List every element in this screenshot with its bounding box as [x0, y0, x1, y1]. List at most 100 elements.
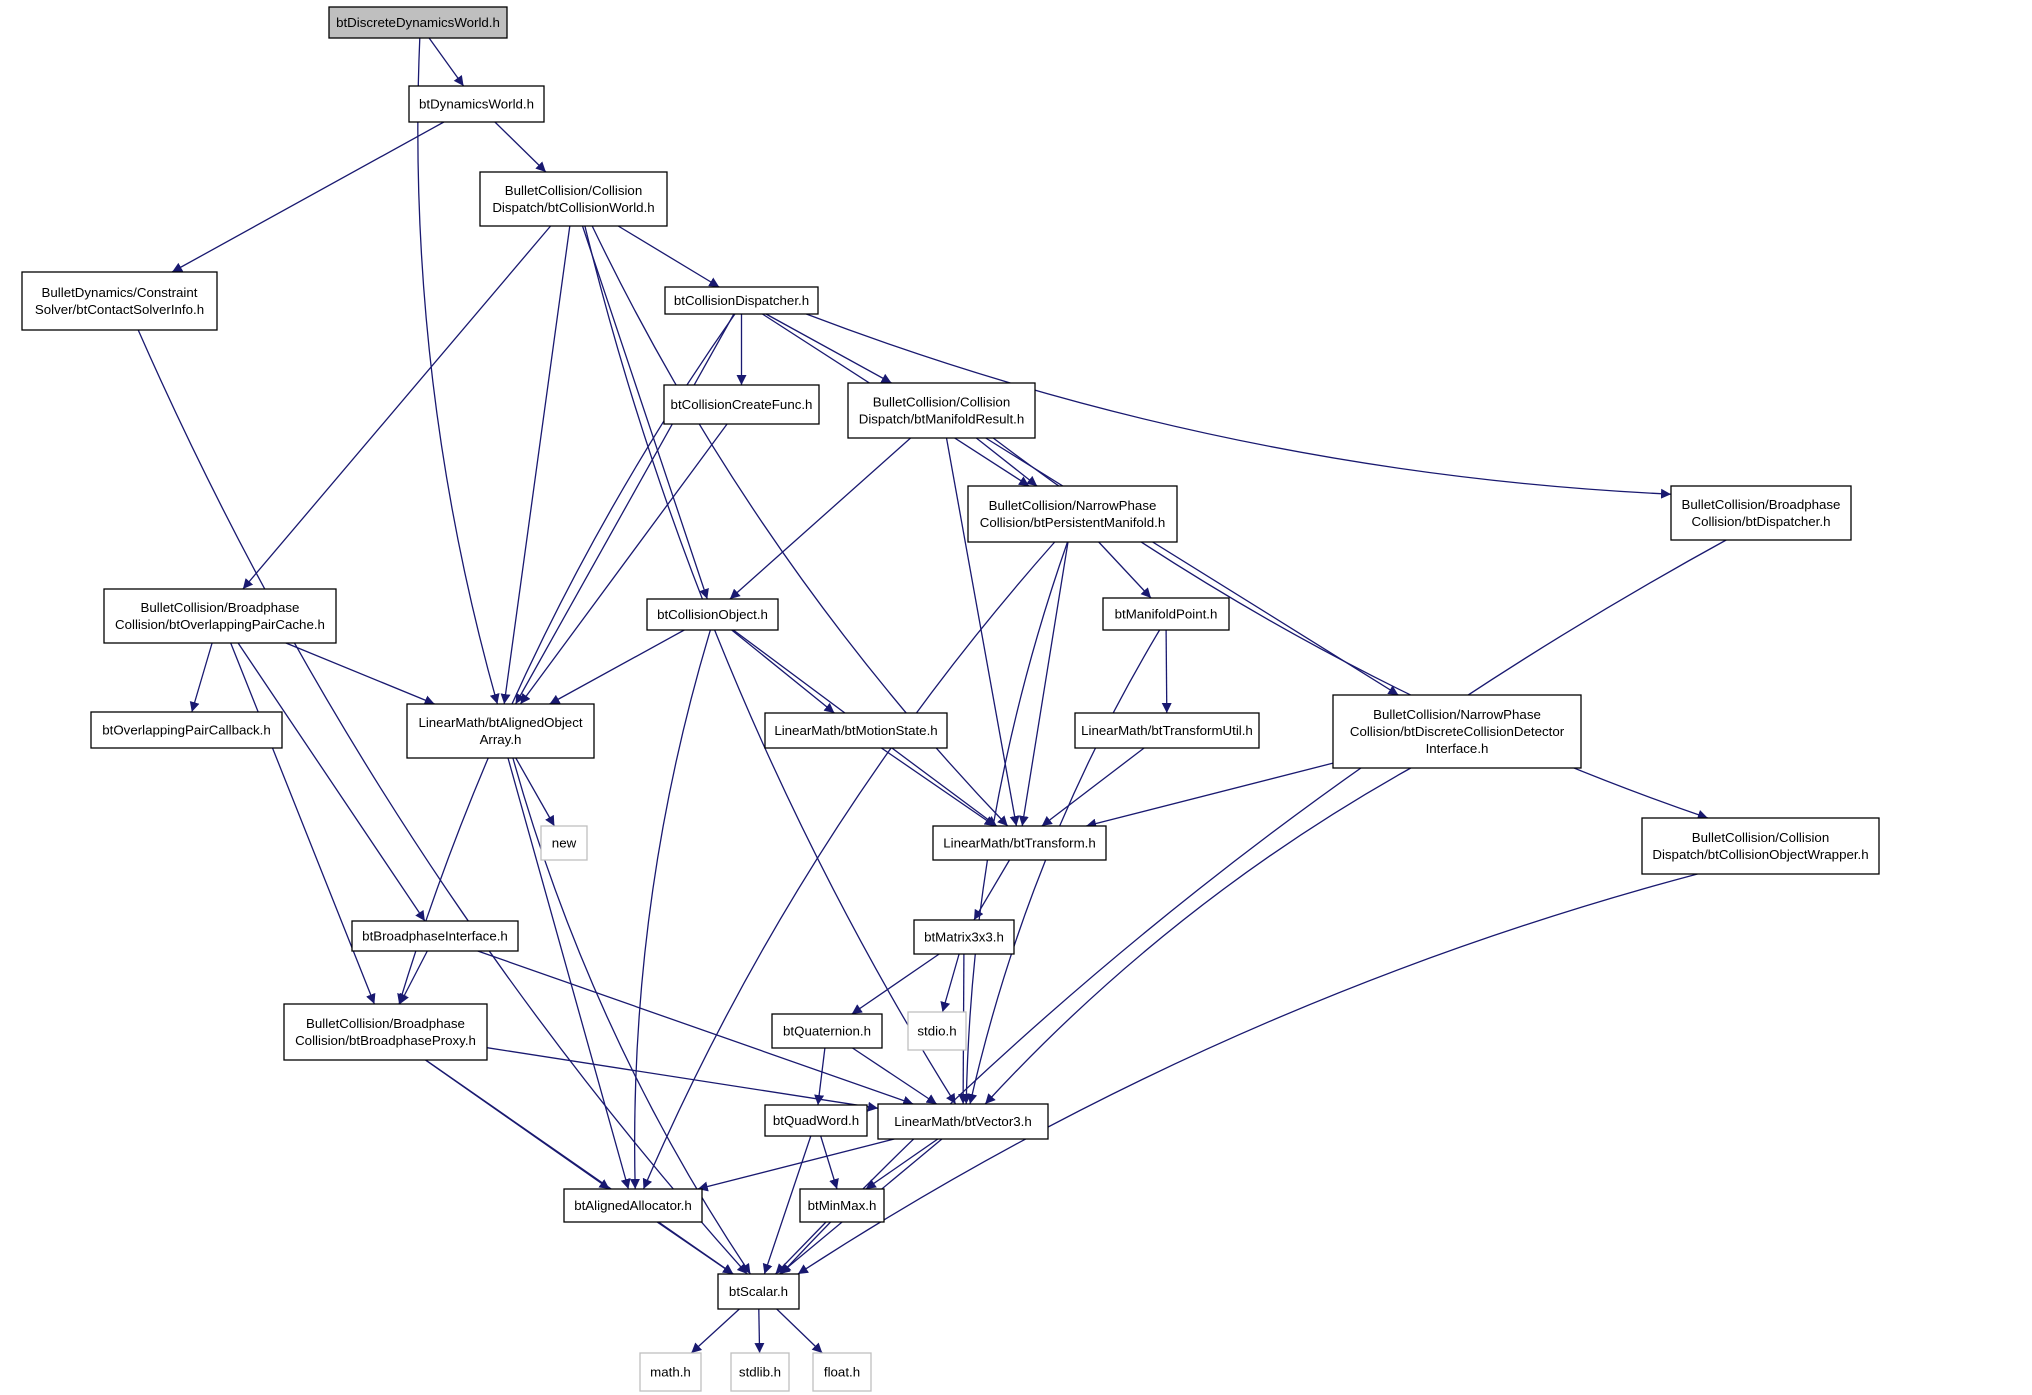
node-math: math.h [639, 1352, 702, 1392]
node-bpproxy[interactable]: BulletCollision/BroadphaseCollision/btBr… [283, 1003, 488, 1061]
edge-root-to-dynworld [428, 37, 465, 87]
node-box-alignedarray [406, 703, 595, 759]
node-collworld[interactable]: BulletCollision/CollisionDispatch/btColl… [479, 171, 668, 227]
node-label-new-line-0: new [552, 836, 577, 851]
node-alignedalloc[interactable]: btAlignedAllocator.h [563, 1188, 703, 1223]
edge-vector3-to-alignedalloc [697, 1138, 895, 1192]
node-box-colldisp [664, 286, 819, 315]
edge-persistent-to-vector3 [961, 541, 1069, 1105]
node-transformutil[interactable]: LinearMath/btTransformUtil.h [1074, 712, 1260, 749]
node-label-persistent-line-1: Collision/btPersistentManifold.h [980, 515, 1166, 530]
edge-colldisp-to-alignedarray [515, 313, 735, 705]
node-label-manifoldpoint-line-0: btManifoldPoint.h [1115, 607, 1218, 622]
edge-collobject-to-alignedalloc [629, 629, 712, 1190]
edge-bpinterface-to-bpproxy [399, 950, 428, 1005]
node-vector3[interactable]: LinearMath/btVector3.h [877, 1103, 1049, 1140]
node-box-transform [932, 825, 1107, 861]
node-label-objwrapper-line-1: Dispatch/btCollisionObjectWrapper.h [1652, 847, 1868, 862]
node-box-dynworld [408, 85, 545, 123]
node-box-alignedalloc [563, 1188, 703, 1223]
edge-manifoldresult-to-persistent [975, 437, 1038, 487]
node-discretedetector[interactable]: BulletCollision/NarrowPhaseCollision/btD… [1332, 694, 1582, 769]
edge-bpproxy-to-vector3 [486, 1047, 879, 1112]
edge-persistent-to-manifoldpoint [1098, 541, 1152, 599]
node-box-bpproxy [283, 1003, 488, 1061]
node-label-vector3-line-0: LinearMath/btVector3.h [894, 1114, 1032, 1129]
edge-alignedarray-to-new [515, 757, 555, 827]
node-transform[interactable]: LinearMath/btTransform.h [932, 825, 1107, 861]
node-quaternion[interactable]: btQuaternion.h [771, 1013, 883, 1049]
node-manifoldpoint[interactable]: btManifoldPoint.h [1102, 597, 1230, 631]
edge-motionstate-to-transform [881, 747, 996, 827]
node-label-manifoldresult-line-1: Dispatch/btManifoldResult.h [859, 412, 1025, 427]
edges-layer [137, 37, 1727, 1354]
node-box-root [328, 6, 508, 39]
node-scalar[interactable]: btScalar.h [717, 1273, 800, 1310]
node-label-paircallback-line-0: btOverlappingPairCallback.h [102, 723, 271, 738]
node-label-quadword-line-0: btQuadWord.h [773, 1113, 859, 1128]
node-paircache[interactable]: BulletCollision/BroadphaseCollision/btOv… [103, 588, 337, 644]
edge-colldisp-to-bpdispatcher [806, 313, 1672, 499]
edge-vector3-to-minmax [865, 1138, 939, 1190]
node-label-discretedetector-line-2: Interface.h [1426, 741, 1489, 756]
node-label-solverinfo-line-1: Solver/btContactSolverInfo.h [35, 302, 204, 317]
node-label-float-line-0: float.h [824, 1365, 860, 1380]
node-label-alignedarray-line-0: LinearMath/btAlignedObject [418, 715, 582, 730]
node-dynworld[interactable]: btDynamicsWorld.h [408, 85, 545, 123]
node-label-transformutil-line-0: LinearMath/btTransformUtil.h [1081, 723, 1253, 738]
node-box-stdlib [730, 1352, 790, 1392]
edge-scalar-to-stdlib [754, 1308, 765, 1354]
node-box-paircallback [90, 711, 283, 749]
node-box-collobject [646, 598, 779, 631]
node-quadword[interactable]: btQuadWord.h [764, 1104, 868, 1137]
node-paircallback[interactable]: btOverlappingPairCallback.h [90, 711, 283, 749]
node-persistent[interactable]: BulletCollision/NarrowPhaseCollision/btP… [967, 485, 1178, 543]
node-box-solverinfo [21, 271, 218, 331]
node-solverinfo[interactable]: BulletDynamics/ConstraintSolver/btContac… [21, 271, 218, 331]
node-collobject[interactable]: btCollisionObject.h [646, 598, 779, 631]
edge-bpinterface-to-vector3 [477, 950, 914, 1106]
node-label-manifoldresult-line-0: BulletCollision/Collision [873, 395, 1010, 410]
node-label-bpproxy-line-1: Collision/btBroadphaseProxy.h [295, 1033, 476, 1048]
edge-alignedalloc-to-scalar [656, 1221, 734, 1275]
node-objwrapper[interactable]: BulletCollision/CollisionDispatch/btColl… [1641, 817, 1880, 875]
node-createfunc[interactable]: btCollisionCreateFunc.h [663, 384, 820, 425]
node-label-collobject-line-0: btCollisionObject.h [657, 607, 768, 622]
node-root[interactable]: btDiscreteDynamicsWorld.h [328, 6, 508, 39]
edge-minmax-to-scalar [775, 1221, 827, 1275]
node-label-math-line-0: math.h [650, 1365, 691, 1380]
node-label-transform-line-0: LinearMath/btTransform.h [943, 836, 1096, 851]
node-label-bpinterface-line-0: btBroadphaseInterface.h [362, 929, 508, 944]
node-bpdispatcher[interactable]: BulletCollision/BroadphaseCollision/btDi… [1670, 485, 1852, 541]
edge-matrix-to-stdio [940, 953, 960, 1013]
node-box-paircache [103, 588, 337, 644]
edge-scalar-to-float [776, 1308, 823, 1354]
node-box-bpinterface [351, 920, 519, 952]
node-manifoldresult[interactable]: BulletCollision/CollisionDispatch/btMani… [847, 382, 1036, 439]
edge-collworld-to-collobject [581, 225, 709, 600]
node-box-math [639, 1352, 702, 1392]
edge-quadword-to-minmax [820, 1135, 839, 1190]
node-bpinterface[interactable]: btBroadphaseInterface.h [351, 920, 519, 952]
node-stdlib: stdlib.h [730, 1352, 790, 1392]
node-label-persistent-line-0: BulletCollision/NarrowPhase [989, 498, 1157, 513]
node-minmax[interactable]: btMinMax.h [799, 1188, 885, 1223]
node-colldisp[interactable]: btCollisionDispatcher.h [664, 286, 819, 315]
node-motionstate[interactable]: LinearMath/btMotionState.h [764, 712, 948, 749]
edge-quaternion-to-quadword [814, 1047, 826, 1106]
node-box-collworld [479, 171, 668, 227]
edge-objwrapper-to-scalar [797, 873, 1698, 1275]
node-label-discretedetector-line-1: Collision/btDiscreteCollisionDetector [1350, 724, 1565, 739]
node-box-transformutil [1074, 712, 1260, 749]
node-matrix[interactable]: btMatrix3x3.h [913, 919, 1015, 955]
node-box-float [812, 1352, 872, 1392]
node-label-stdlib-line-0: stdlib.h [739, 1365, 781, 1380]
node-box-quaternion [771, 1013, 883, 1049]
node-label-motionstate-line-0: LinearMath/btMotionState.h [774, 723, 937, 738]
node-box-vector3 [877, 1103, 1049, 1140]
edge-discretedetector-to-vector3 [984, 767, 1412, 1105]
node-label-solverinfo-line-0: BulletDynamics/Constraint [42, 285, 198, 300]
edge-dynworld-to-collworld [494, 121, 547, 173]
